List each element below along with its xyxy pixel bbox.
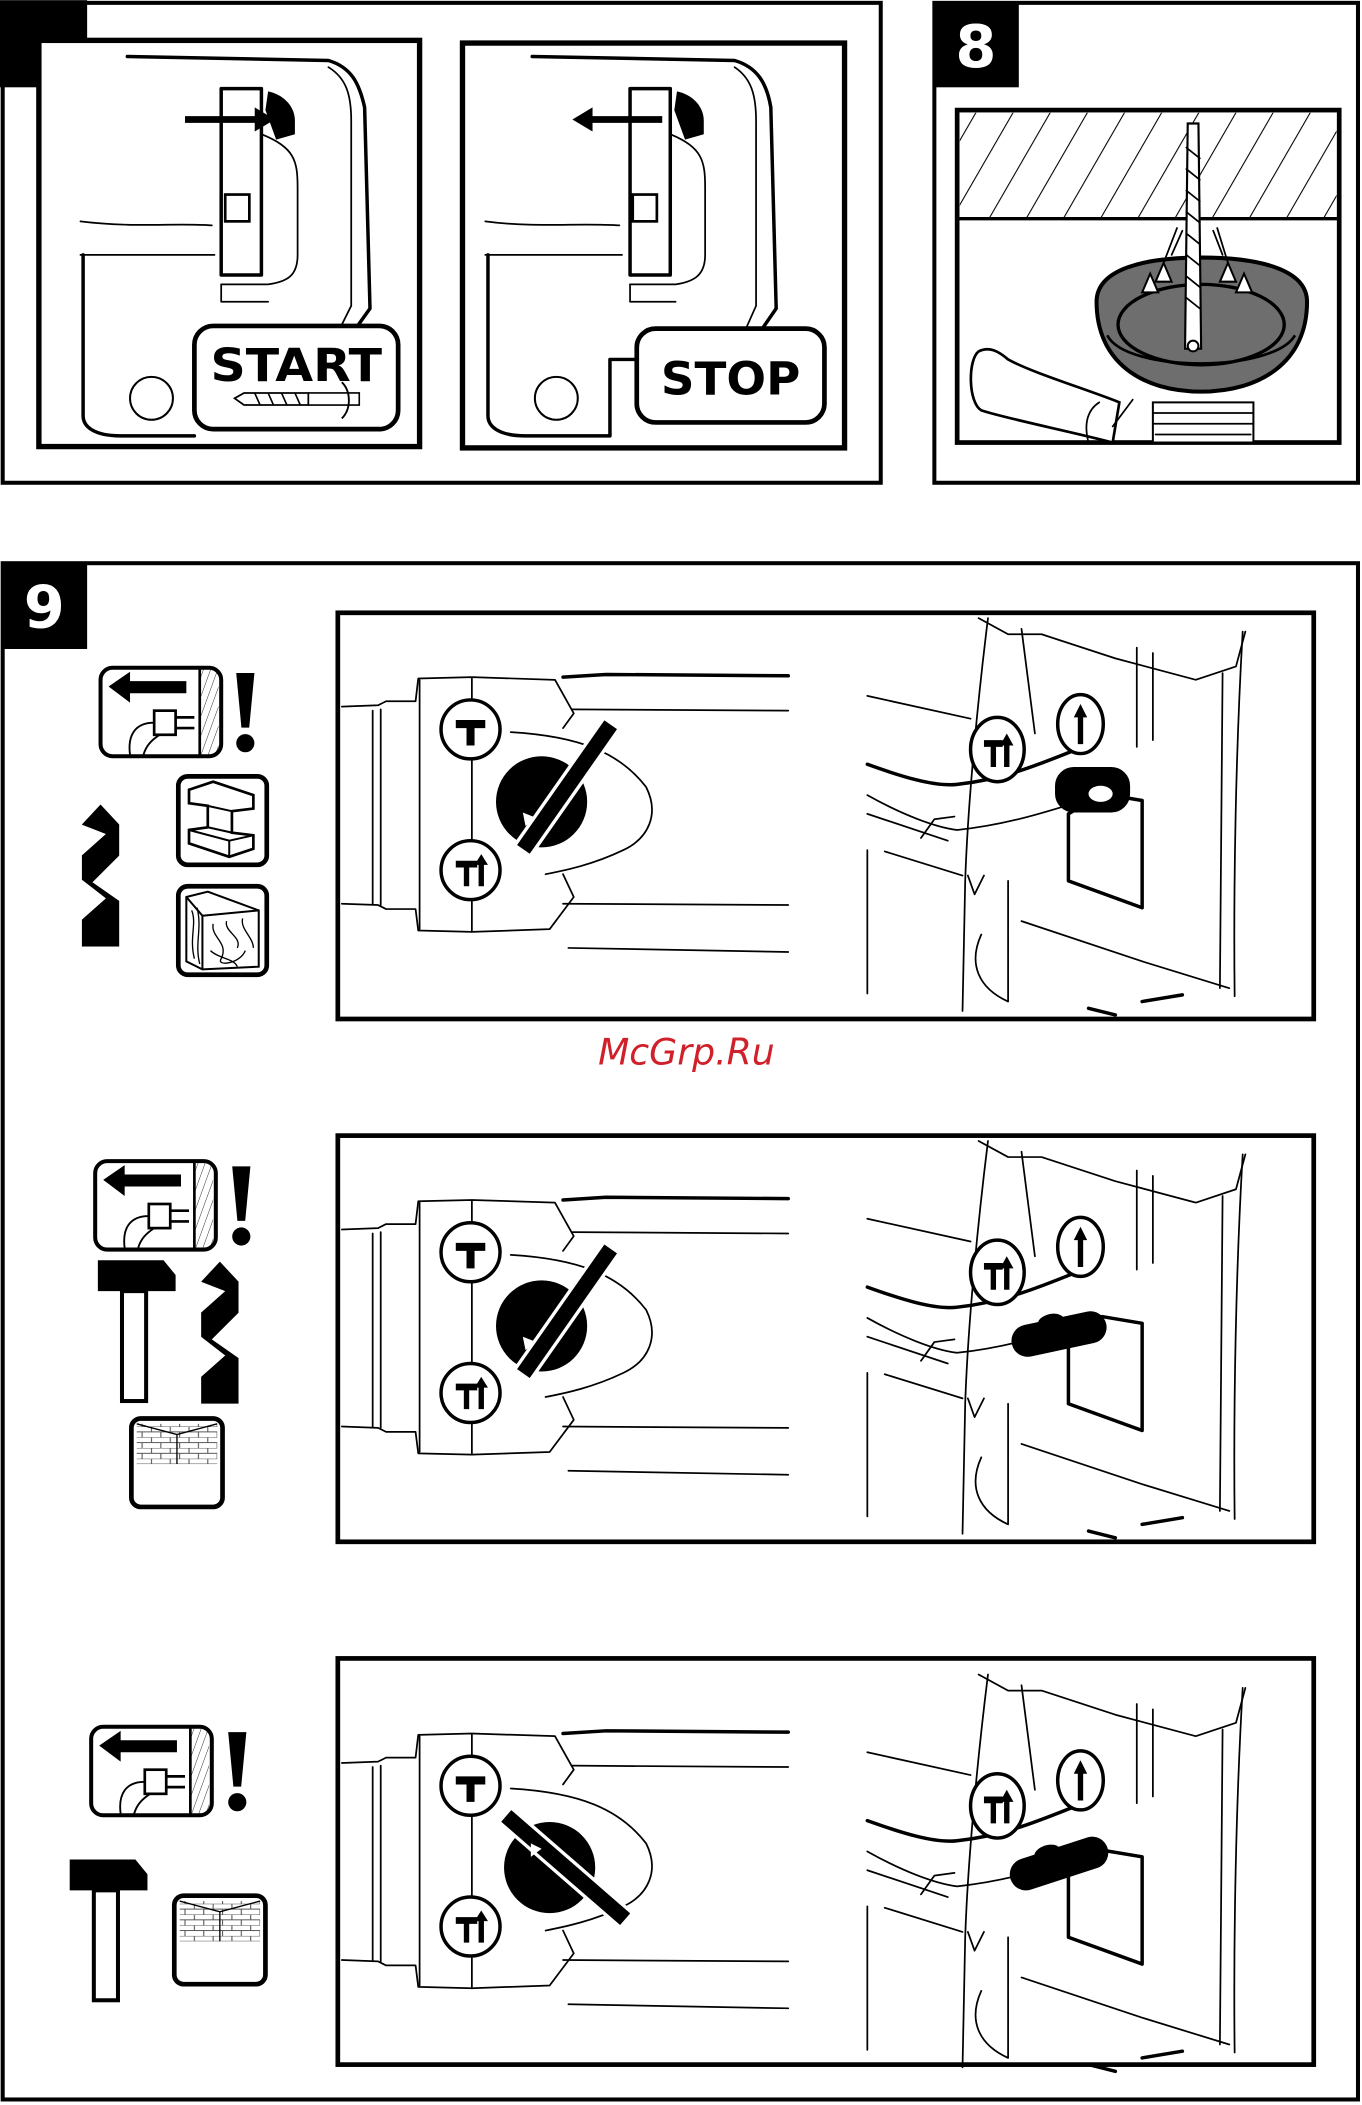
watermark: McGrp.Ru xyxy=(598,1031,775,1074)
mode-lever[interactable] xyxy=(1007,1303,1109,1360)
mode-illustration-frame xyxy=(335,610,1317,1022)
mode-illustration-frame xyxy=(335,1133,1317,1545)
mode-lever[interactable] xyxy=(1004,1827,1112,1894)
step-number: 9 xyxy=(24,573,65,642)
step-tab xyxy=(934,2,1019,88)
unplug-icon xyxy=(91,1727,212,1815)
stop-button[interactable]: STOP xyxy=(634,326,827,425)
drill-rotation-icon xyxy=(232,381,361,420)
mode-lever[interactable] xyxy=(1055,766,1131,813)
dial-hole xyxy=(533,375,579,421)
drill-bit xyxy=(1183,122,1203,353)
panel-start-stop: START STOP xyxy=(0,0,883,485)
masonry-icon xyxy=(174,1896,265,1984)
steel-icon xyxy=(178,776,266,864)
ceiling-hatch xyxy=(959,112,1337,219)
dial-hole xyxy=(129,375,174,421)
dust-arrows xyxy=(1140,227,1254,294)
unplug-icon xyxy=(101,668,222,756)
stop-label: STOP xyxy=(661,352,800,405)
mode-selector-dial[interactable] xyxy=(496,1239,622,1383)
mode-selector-dial[interactable] xyxy=(496,1805,635,1930)
step-tab xyxy=(2,563,88,649)
ceiling-drilling-illustration xyxy=(954,107,1342,445)
masonry-icon xyxy=(131,1418,222,1506)
mode-drilling xyxy=(81,610,1317,1022)
panel-dust-cup: 8 xyxy=(932,0,1360,485)
step-number: 8 xyxy=(955,12,996,81)
arrow-right-icon xyxy=(254,107,275,132)
mode-hammer-drilling xyxy=(95,1133,1317,1545)
start-button[interactable]: START xyxy=(192,323,401,432)
unplug-icon xyxy=(95,1161,216,1249)
handle xyxy=(969,347,1134,445)
start-illustration: START xyxy=(36,37,423,450)
panel-mode-selection: 9 McGrp.Ru xyxy=(0,561,1360,2102)
stop-illustration: STOP xyxy=(459,40,848,451)
start-label: START xyxy=(210,339,382,392)
arrow-left-icon xyxy=(572,107,593,132)
mode-selector-dial[interactable] xyxy=(496,715,622,859)
wood-icon xyxy=(178,886,266,974)
mode-illustration-frame xyxy=(335,1656,1317,2067)
mode-chiselling xyxy=(70,1656,1317,2074)
